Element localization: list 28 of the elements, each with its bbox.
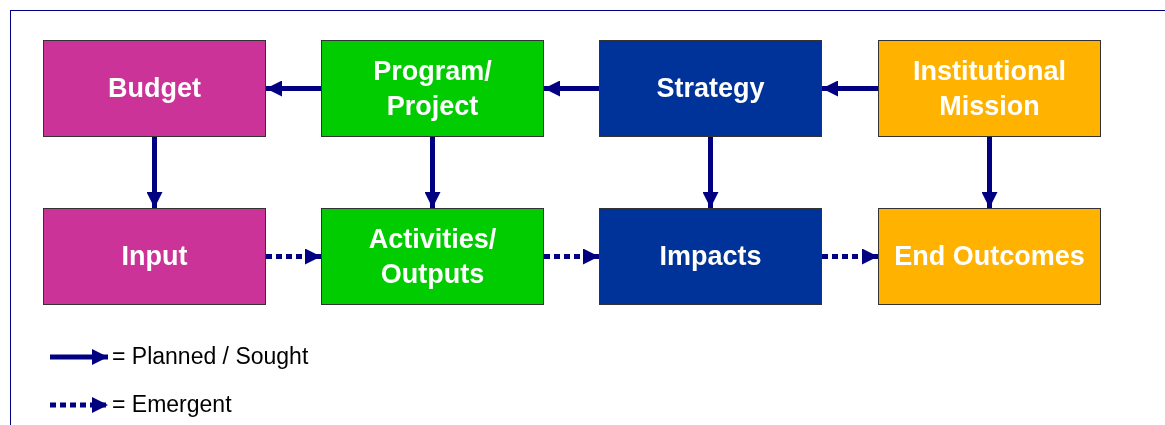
arrow <box>266 80 321 97</box>
arrow <box>146 137 163 208</box>
box-label: End Outcomes <box>893 240 1086 274</box>
arrow <box>822 248 878 265</box>
box-label: Institutional Mission <box>912 54 1067 123</box>
process-box <box>43 40 266 137</box>
arrow <box>702 137 719 208</box>
process-box <box>878 40 1101 137</box>
process-box <box>321 40 544 137</box>
arrow <box>544 248 599 265</box>
process-box <box>878 208 1101 305</box>
box-label: Strategy <box>655 72 766 106</box>
arrow <box>544 80 599 97</box>
arrow <box>266 248 321 265</box>
box-label: Program/ Project <box>372 54 493 123</box>
process-box <box>43 208 266 305</box>
process-box <box>599 40 822 137</box>
box-label: Activities/ Outputs <box>367 222 498 291</box>
legend-text: = Planned / Sought <box>112 343 309 370</box>
process-box <box>599 208 822 305</box>
box-label: Impacts <box>658 240 763 274</box>
legend-text: = Emergent <box>112 391 232 418</box>
arrow <box>822 80 878 97</box>
process-box <box>321 208 544 305</box>
box-label: Budget <box>107 72 202 106</box>
arrow <box>981 137 998 208</box>
box-label: Input <box>120 240 189 274</box>
arrow <box>424 137 441 208</box>
